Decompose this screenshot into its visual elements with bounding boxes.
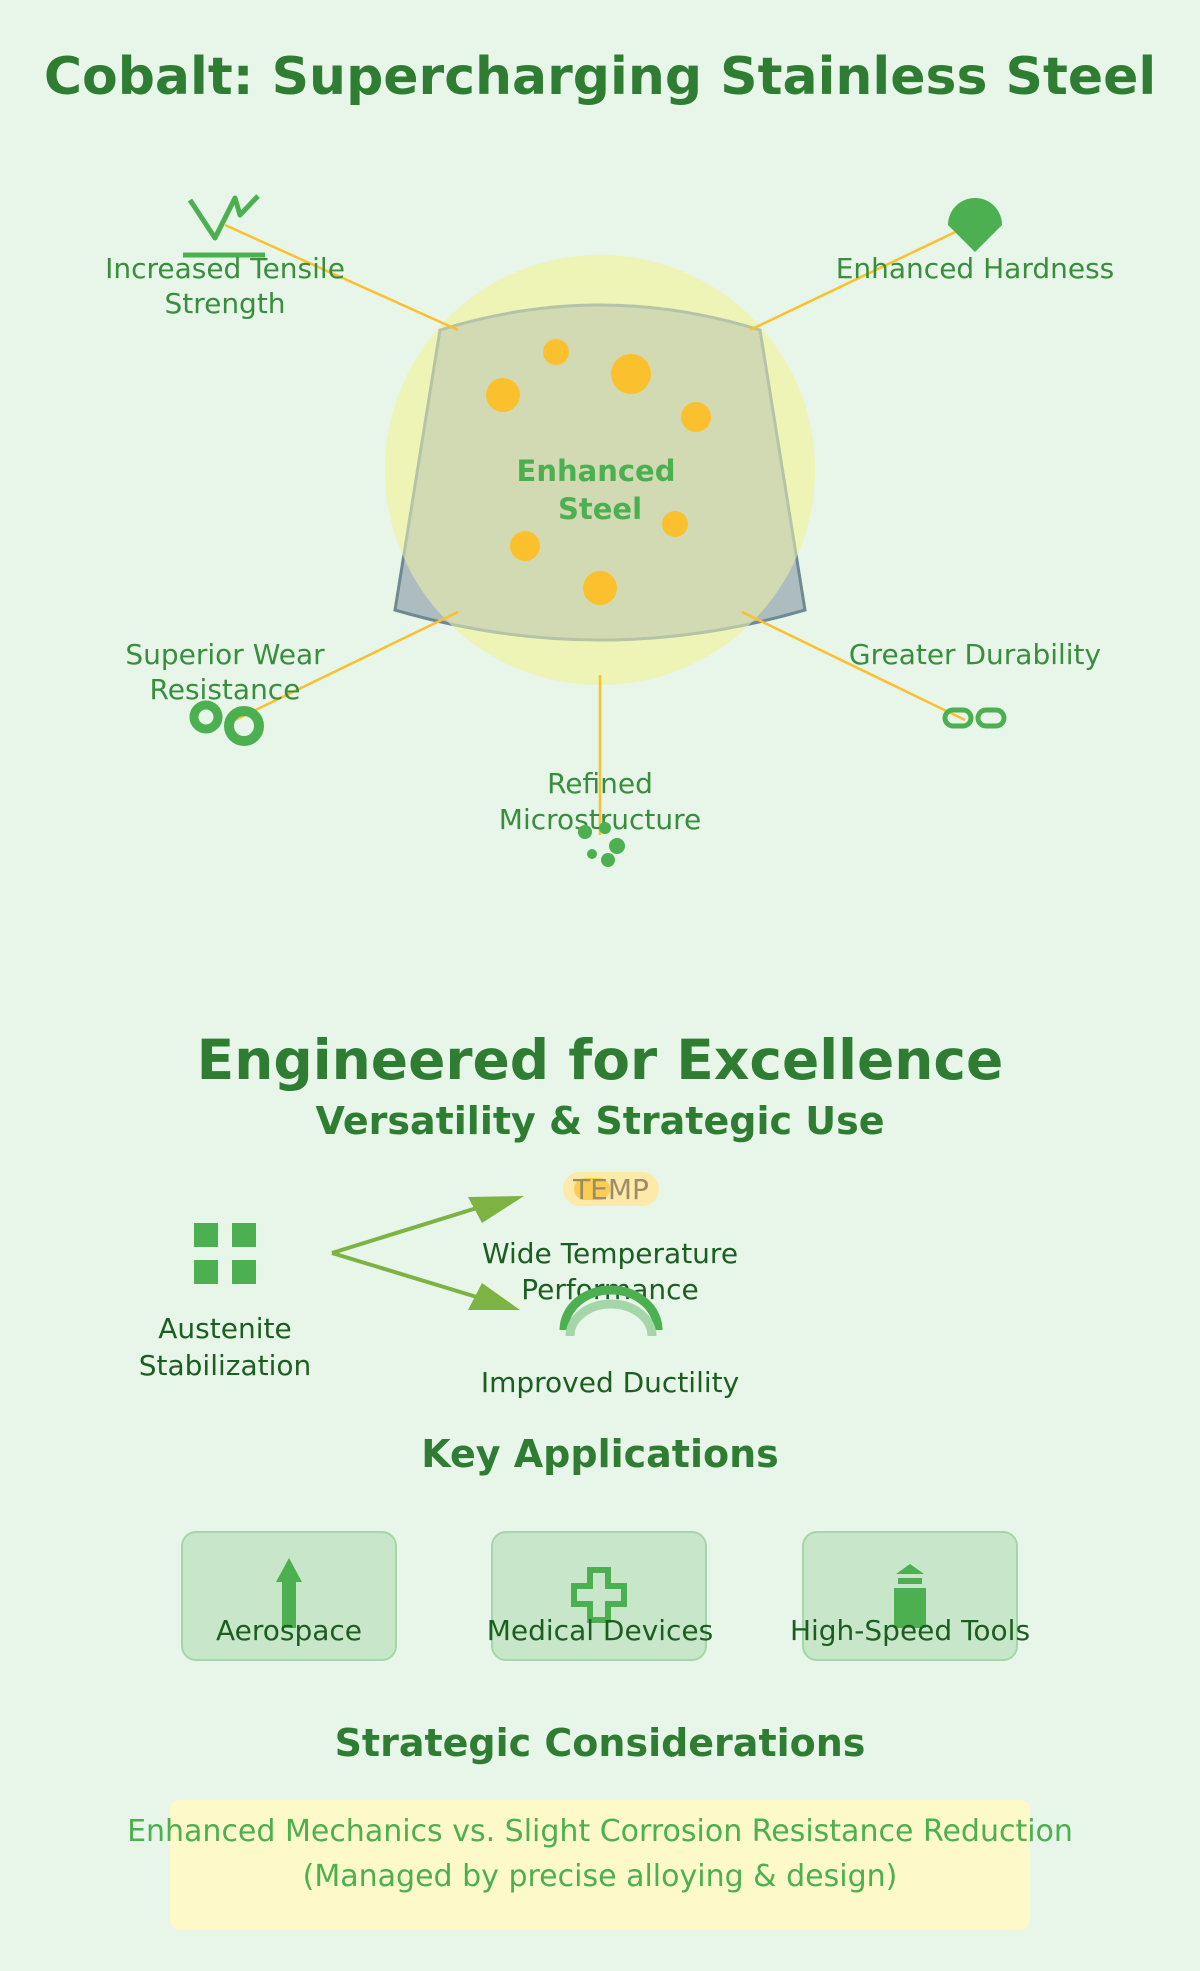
cobalt-particle: [583, 571, 617, 605]
tensile-label-line1: Increased Tensile: [105, 252, 345, 285]
connector-tensile: [224, 223, 459, 332]
cobalt-particle: [510, 531, 540, 561]
austenite-grid-icon: [194, 1223, 256, 1284]
branch-arrows: [331, 1196, 524, 1310]
hardness-label: Enhanced Hardness: [836, 252, 1115, 285]
strategic-heading: Strategic Considerations: [335, 1721, 866, 1765]
wear-label-line2: Resistance: [150, 673, 301, 706]
tensile-label-line2: Strength: [164, 287, 285, 320]
cobalt-particles: [486, 339, 711, 605]
core-glow-overlay: [385, 255, 815, 685]
applications-heading: Key Applications: [421, 1432, 779, 1476]
rocket-icon: [276, 1558, 302, 1628]
ductility-label: Improved Ductility: [481, 1366, 739, 1399]
application-label: Medical Devices: [487, 1614, 714, 1647]
strategic-note-box: [170, 1800, 1030, 1930]
cobalt-particle: [543, 339, 569, 365]
drill-tool-icon: [894, 1564, 926, 1628]
application-card-tools: High-Speed Tools: [790, 1531, 1030, 1661]
austenite-label-line2: Stabilization: [139, 1349, 312, 1382]
connector-durability: [741, 610, 966, 722]
microstructure-dots-icon: [578, 822, 625, 867]
durability-label: Greater Durability: [849, 638, 1101, 671]
section-heading: Engineered for Excellence: [197, 1028, 1004, 1092]
wear-gears-icon: [189, 700, 264, 746]
application-label: Aerospace: [216, 1614, 362, 1647]
durability-chain-icon: [942, 707, 1007, 729]
core-label-line2: Steel: [558, 492, 642, 526]
austenite-label-line1: Austenite: [158, 1312, 291, 1345]
temperature-label-line1: Wide Temperature: [482, 1237, 738, 1270]
cobalt-particle: [486, 378, 520, 412]
strategic-line1: Enhanced Mechanics vs. Slight Corrosion …: [127, 1814, 1073, 1849]
connector-wear: [234, 610, 459, 722]
cobalt-particle: [662, 511, 688, 537]
wear-label-line1: Superior Wear: [125, 638, 325, 671]
temp-badge-label: TEMP: [572, 1173, 649, 1206]
connector-hardness: [749, 223, 971, 332]
section-subheading: Versatility & Strategic Use: [316, 1099, 885, 1143]
application-label: High-Speed Tools: [790, 1614, 1030, 1647]
thermometer-icon: [574, 1178, 610, 1200]
page-title: Cobalt: Supercharging Stainless Steel: [44, 47, 1156, 107]
strategic-line2: (Managed by precise alloying & design): [303, 1859, 898, 1894]
cobalt-particle: [681, 402, 711, 432]
ductility-arc-icon: [559, 1285, 663, 1337]
application-card-medical: Medical Devices: [487, 1531, 714, 1661]
tensile-zigzag-icon: [183, 194, 265, 258]
hardness-drop-icon: [948, 198, 1002, 252]
core-label-line1: Enhanced: [517, 454, 676, 488]
cobalt-particle: [611, 354, 651, 394]
medical-cross-icon: [571, 1567, 627, 1623]
microstructure-label-line1: Refined: [547, 767, 653, 800]
application-card-aerospace: Aerospace: [181, 1531, 397, 1661]
